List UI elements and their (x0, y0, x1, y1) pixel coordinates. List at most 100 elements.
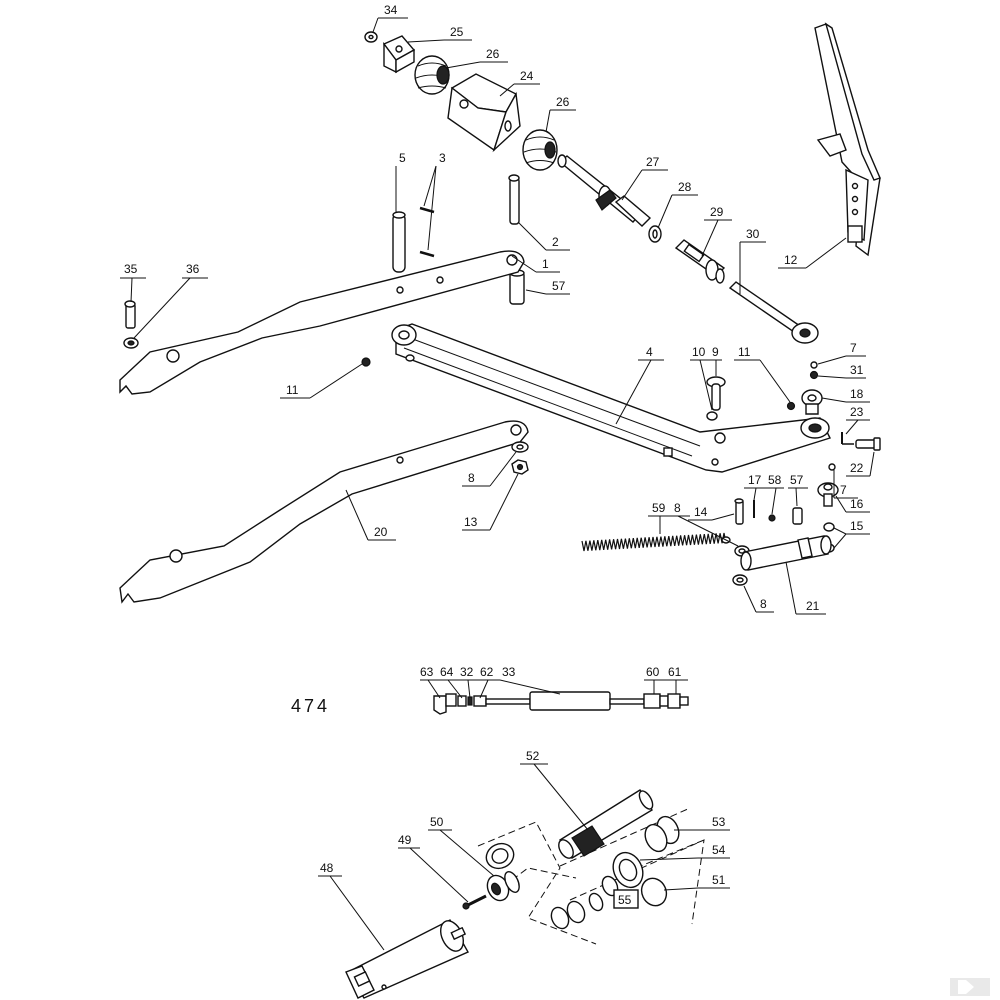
part-11-grease-nipple-right (786, 401, 796, 411)
part-7-nut-lower (828, 463, 836, 471)
part-28-split-pin (648, 225, 662, 243)
part-53-ring (644, 815, 680, 853)
part-61-fitting (667, 693, 689, 709)
callout-21: 21 (806, 599, 820, 613)
callout-57-lower: 57 (790, 473, 804, 487)
part-59-spring (581, 532, 731, 552)
callout-52: 52 (526, 749, 540, 763)
callout-53: 53 (712, 815, 726, 829)
callout-54: 54 (712, 843, 726, 857)
part-11-grease-nipple (361, 357, 371, 367)
callout-50: 50 (430, 815, 444, 829)
callout-13: 13 (464, 515, 478, 529)
callout-10: 10 (692, 345, 706, 359)
callout-48: 48 (320, 861, 334, 875)
part-13-nut (511, 459, 529, 475)
brand-logo (950, 978, 990, 996)
part-35-bolt (124, 300, 136, 329)
callout-8-spring: 8 (674, 501, 681, 515)
part-2-bolt (508, 174, 520, 225)
callout-4: 4 (646, 345, 653, 359)
part-3-pins (419, 206, 435, 258)
part-26-rubber-bush-upper (414, 55, 450, 95)
leader-lines (120, 17, 875, 951)
assembly-envelope-left (477, 821, 597, 945)
part-9-clevis-pin (706, 376, 726, 411)
callout-59: 59 (652, 501, 666, 515)
callout-11-left: 11 (286, 383, 299, 397)
part-64-nut (457, 695, 467, 707)
part-57-bush-lower (792, 507, 803, 525)
part-21-cylinder (740, 535, 832, 571)
part-5-dowel (392, 211, 406, 273)
callout-23: 23 (850, 405, 864, 419)
callout-11-right: 11 (738, 345, 751, 359)
part-22-bolt (855, 437, 881, 451)
callout-8-upper: 8 (468, 471, 475, 485)
callout-49: 49 (398, 833, 412, 847)
callout-7-lower: 7 (840, 483, 847, 497)
callout-7-upper: 7 (850, 341, 857, 355)
part-23-pin (841, 432, 854, 445)
callout-63: 63 (420, 665, 434, 679)
callout-8-lower: 8 (760, 597, 767, 611)
part-54-ring (612, 851, 644, 889)
part-29-fitting (674, 239, 726, 284)
callout-3: 3 (439, 151, 446, 165)
part-24-bracket (447, 73, 521, 153)
callout-30: 30 (746, 227, 760, 241)
callout-58: 58 (768, 473, 782, 487)
part-34-washer (364, 31, 378, 43)
callout-20: 20 (374, 525, 388, 539)
callout-labels: 34 25 26 24 26 27 28 29 30 12 5 3 2 1 57… (124, 3, 864, 909)
callout-26-lower: 26 (556, 95, 570, 109)
part-50-piston (486, 871, 520, 902)
callout-51: 51 (712, 873, 726, 887)
callout-55-box (613, 889, 639, 909)
callout-1: 1 (542, 257, 549, 271)
part-16-pivot (817, 482, 839, 507)
callout-24: 24 (520, 69, 534, 83)
callout-17: 17 (748, 473, 762, 487)
callout-15: 15 (850, 519, 864, 533)
callout-62: 62 (480, 665, 494, 679)
part-31-washer (809, 370, 819, 380)
part-1-upper-link-arm (119, 250, 525, 395)
part-60-fitting (643, 693, 669, 709)
part-48-cylinder-body (345, 919, 469, 999)
callout-22: 22 (850, 461, 864, 475)
callout-25: 25 (450, 25, 464, 39)
part-26-rubber-bush-lower (522, 129, 558, 171)
part-8-washer (511, 441, 529, 453)
part-58-nipple (768, 514, 776, 522)
callout-29: 29 (710, 205, 724, 219)
part-52-piston-rod (558, 789, 654, 859)
part-seal-rings (550, 875, 619, 930)
part-25-square-plate (382, 35, 416, 74)
part-12-pedal-lever (814, 22, 881, 257)
part-20-lower-link-arm (119, 420, 529, 604)
part-51-ring (640, 877, 668, 907)
callout-27: 27 (646, 155, 660, 169)
part-gland-head (485, 842, 515, 870)
callout-36: 36 (186, 262, 200, 276)
callout-64: 64 (440, 665, 454, 679)
part-49-bolt (462, 894, 487, 910)
part-27-shaft (557, 154, 652, 227)
callout-26-upper: 26 (486, 47, 500, 61)
part-32-seal (467, 696, 473, 706)
part-33-hose (485, 691, 645, 711)
callout-12: 12 (784, 253, 798, 267)
part-57-bush (509, 269, 525, 305)
callout-28: 28 (678, 180, 692, 194)
callout-32: 32 (460, 665, 474, 679)
callout-61: 61 (668, 665, 682, 679)
part-8-washer-lower (732, 574, 748, 586)
figure-number: 474 (291, 696, 330, 716)
callout-16: 16 (850, 497, 864, 511)
callout-55: 55 (618, 893, 632, 907)
callout-34: 34 (384, 3, 398, 17)
part-14-pin (734, 498, 744, 525)
part-4-main-arm (391, 323, 831, 473)
